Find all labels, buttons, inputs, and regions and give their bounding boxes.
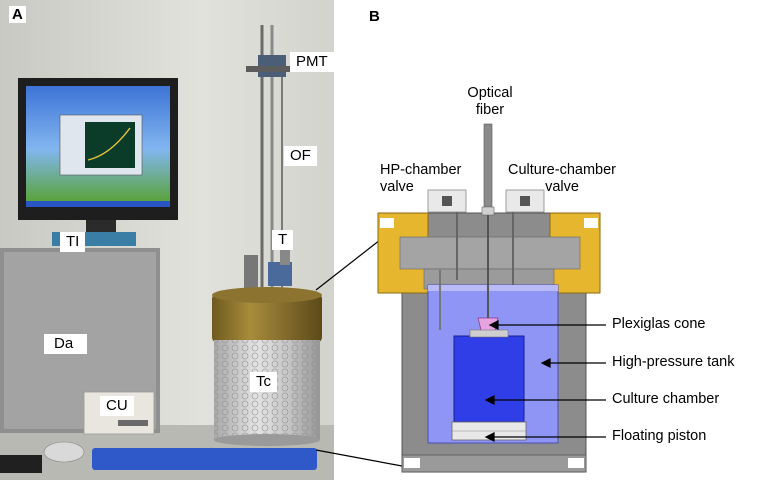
label-culture-chamber-valve: Culture-chamber valve [492,162,632,196]
label-t: T [272,230,294,250]
label-cu: CU [100,396,134,416]
label-hp-chamber-valve-line1: HP-chamber [380,162,462,178]
keyboard [92,448,317,470]
optical-fiber [483,123,493,213]
label-culture-chamber-valve-line1: Culture-chamber [508,162,616,178]
panel-a-letter: A [9,6,26,23]
label-tc: Tc [250,372,277,392]
culture-chamber [453,335,525,423]
label-da: Da [44,334,88,354]
callout-floating-piston: Floating piston [612,428,707,444]
callout-high-pressure-tank: High-pressure tank [612,354,735,370]
callout-culture-chamber: Culture chamber [612,391,720,407]
callout-plexiglas-cone: Plexiglas cone [612,316,706,332]
hp-chamber-valve [427,189,467,330]
label-hp-chamber-valve: HP-chamber valve [380,162,461,196]
label-culture-chamber-valve-line2: valve [545,179,579,195]
mouse [43,441,85,463]
zoom-line-bottom [315,449,403,467]
label-optical-fiber-line1: Optical [467,85,513,101]
label-optical-fiber: Optical fiber [455,85,525,119]
pressure-tank-cap [212,293,322,343]
label-pmt: PMT [290,52,334,72]
label-ti: TI [60,232,86,252]
label-of: OF [284,146,317,166]
zoom-line-top [315,239,381,291]
label-optical-fiber-line2: fiber [475,102,505,118]
culture-chamber-valve [505,189,545,285]
panel-b-letter: B [369,8,380,25]
label-hp-chamber-valve-line2: valve [380,179,414,195]
